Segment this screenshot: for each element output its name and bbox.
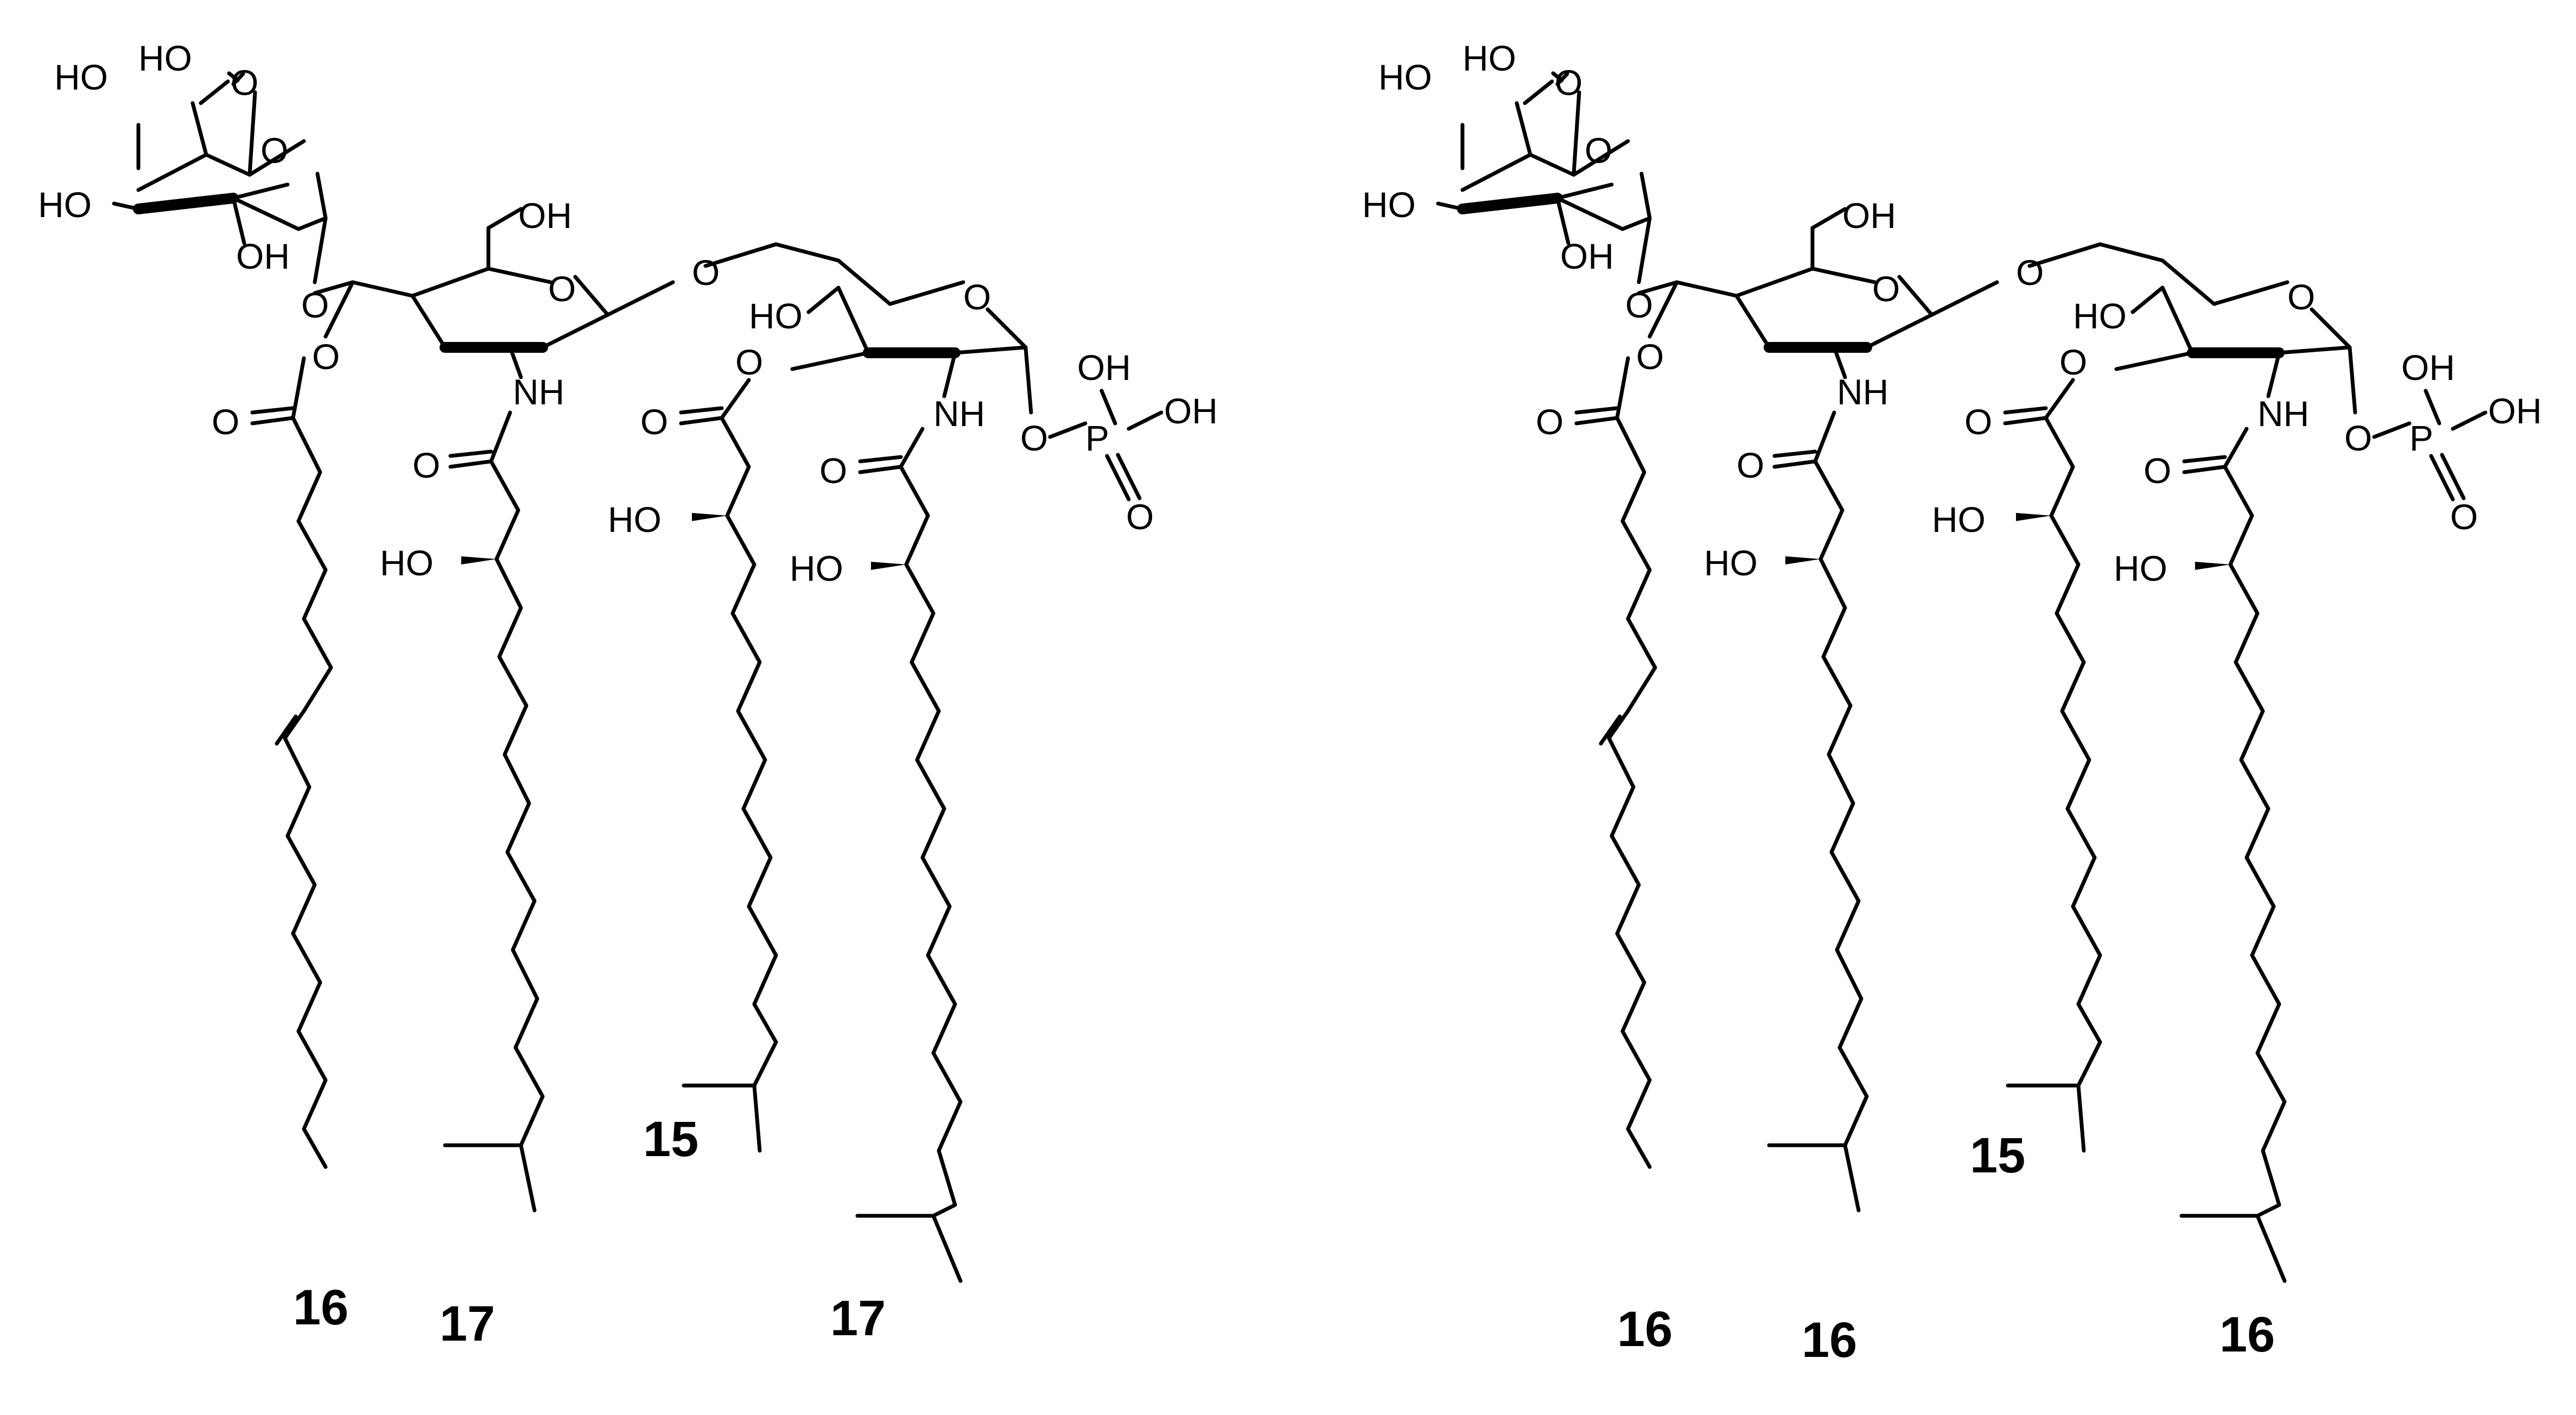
- atom-glycosidic-o: O: [301, 285, 329, 325]
- atom-ho-chain-2: HO: [380, 543, 434, 583]
- atom-oh-gal-bottom: OH: [236, 236, 290, 276]
- atom-ring-o-glcn-2: O: [963, 277, 991, 317]
- atom-phos-o-double: O: [2450, 497, 2478, 537]
- atom-amide-o-1: O: [412, 445, 440, 485]
- atom-amide-o-2: O: [2144, 450, 2171, 491]
- atom-ring-o-glcn-1: O: [548, 269, 576, 309]
- atom-ring-o-gala: O: [1585, 130, 1612, 170]
- chain-label-a: 16: [1617, 1302, 1672, 1357]
- atom-ring-o-gala: O: [260, 130, 288, 170]
- atom-carbonyl-o-1: O: [1536, 402, 1563, 442]
- atom-carbonyl-o-3: O: [1964, 402, 1992, 442]
- atom-ester-o-2: O: [735, 342, 763, 382]
- atom-ho-gal-left: HO: [1362, 185, 1416, 225]
- atom-ester-o-1: O: [312, 337, 340, 377]
- atom-phos-o: O: [1020, 418, 1048, 458]
- chain-label-c: 15: [1970, 1128, 2025, 1183]
- atom-cooh-o: O: [231, 62, 258, 103]
- atom-ester-o-1: O: [1636, 337, 1664, 377]
- atom-ho-gal-left: HO: [38, 185, 92, 225]
- atom-oh-gal-bottom: OH: [1560, 236, 1614, 276]
- atom-amide-o-2: O: [819, 450, 847, 491]
- atom-phos-oh-right: OH: [2488, 391, 2542, 431]
- atom-ring-o-glcn-2: O: [2287, 277, 2315, 317]
- structure-right: HO HO O O HO OH O O O OH O NH O HO O O H…: [1362, 38, 2542, 1368]
- chain-label-a: 16: [293, 1280, 348, 1335]
- atom-phos-p: P: [2409, 418, 2433, 458]
- atom-cooh-oh: HO: [138, 38, 192, 78]
- atom-ho-chain-3: HO: [1932, 499, 1986, 540]
- atom-ho-gal-top: HO: [1378, 57, 1432, 97]
- atom-phos-oh-right: OH: [1164, 391, 1218, 431]
- atom-nh-2: NH: [2257, 394, 2309, 434]
- structure-left: HO HO O O HO OH O O O OH O NH O HO O O H…: [38, 38, 1218, 1351]
- atom-carbonyl-o-3: O: [640, 402, 668, 442]
- chain-label-d: 17: [830, 1291, 886, 1346]
- chain-label-b: 17: [440, 1296, 495, 1351]
- atom-ho-chain-2: HO: [1704, 543, 1758, 583]
- atom-ch2oh: OH: [1842, 195, 1896, 236]
- atom-bridge-o: O: [692, 252, 720, 293]
- atom-ho-chain-3: HO: [608, 499, 662, 540]
- atom-carbonyl-o-1: O: [212, 402, 239, 442]
- atom-phos-p: P: [1085, 418, 1109, 458]
- atom-ch2oh: OH: [518, 195, 572, 236]
- atom-cooh-o: O: [1555, 62, 1582, 103]
- atom-ho-glcn-2: HO: [749, 296, 803, 336]
- chain-label-c: 15: [643, 1112, 698, 1167]
- atom-ho-chain-4: HO: [2114, 548, 2167, 588]
- atom-nh-1: NH: [1837, 372, 1888, 412]
- atom-ester-o-2: O: [2059, 342, 2087, 382]
- atom-ho-glcn-2: HO: [2073, 296, 2127, 336]
- atom-nh-1: NH: [513, 372, 564, 412]
- atom-phos-oh-top: OH: [2401, 347, 2455, 388]
- atom-phos-o: O: [2344, 418, 2372, 458]
- atom-glycosidic-o: O: [1625, 285, 1653, 325]
- chain-label-b: 16: [1802, 1312, 1857, 1368]
- atom-nh-2: NH: [933, 394, 985, 434]
- atom-cooh-oh: HO: [1462, 38, 1516, 78]
- atom-ho-gal-top: HO: [54, 57, 108, 97]
- atom-bridge-o: O: [2016, 252, 2044, 293]
- atom-ring-o-glcn-1: O: [1872, 269, 1900, 309]
- chain-label-d: 16: [2219, 1307, 2275, 1362]
- atom-ho-chain-4: HO: [790, 548, 843, 588]
- atom-phos-oh-top: OH: [1077, 347, 1131, 388]
- atom-amide-o-1: O: [1737, 445, 1764, 485]
- atom-phos-o-double: O: [1126, 497, 1154, 537]
